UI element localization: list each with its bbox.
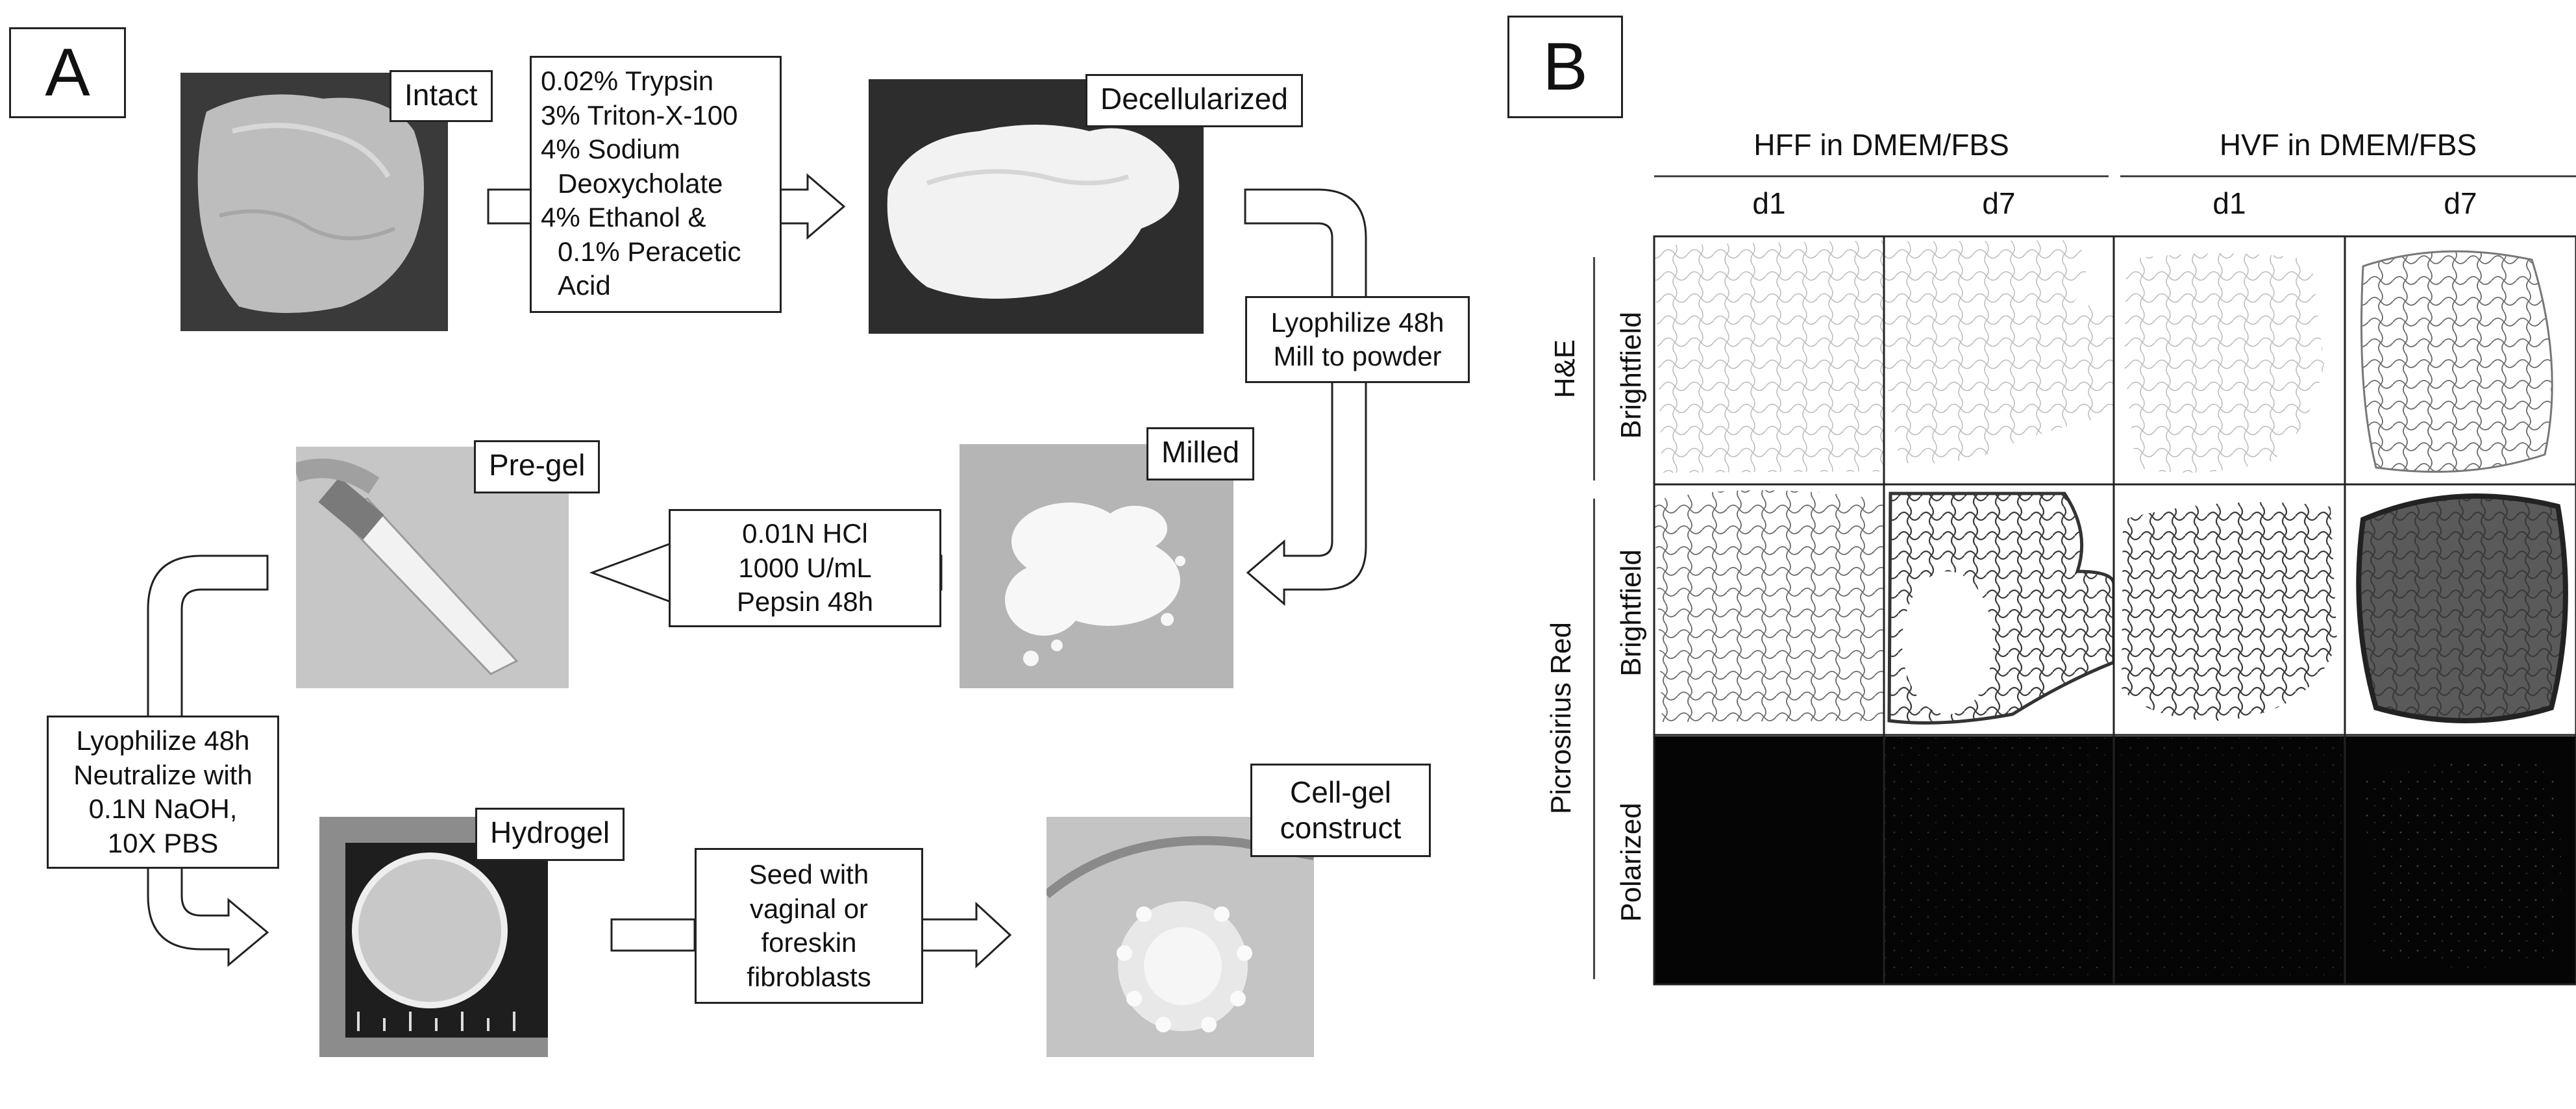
time-header: d7 — [1982, 186, 2016, 220]
panel-a-letter: A — [9, 27, 126, 118]
seed-line: foreskin — [761, 927, 857, 958]
neutralize-line: 10X PBS — [107, 827, 219, 858]
seed-line: vaginal or — [749, 893, 869, 924]
neutralize-line: Lyophilize 48h — [76, 725, 250, 756]
digest-line: 0.01N HCl — [742, 518, 868, 549]
arrow-to-decellularized — [776, 173, 846, 240]
group-underline-hff — [1654, 175, 2109, 177]
he-row — [1654, 236, 2576, 484]
digest-step: 0.01N HCl 1000 U/mL Pepsin 48h — [669, 509, 941, 627]
seed-line: fibroblasts — [747, 961, 871, 992]
stain-divider-picrosirius — [1593, 499, 1595, 979]
decellularized-tissue-photo — [869, 79, 1204, 334]
stage-label-hydrogel: Hydrogel — [475, 808, 625, 861]
stage-label-intact: Intact — [390, 70, 493, 122]
stage-label-cellgel: Cell-gel construct — [1250, 764, 1431, 857]
lyophilize-mill-line: Mill to powder — [1273, 341, 1442, 371]
group-underline-hvf — [2120, 175, 2576, 177]
time-header: d1 — [1752, 186, 1786, 220]
digest-line: 1000 U/mL — [738, 552, 872, 583]
lyophilize-mill-step: Lyophilize 48h Mill to powder — [1245, 296, 1470, 383]
seed-step: Seed with vaginal or foreskin fibroblast… — [695, 848, 923, 1004]
decell-step: Deoxycholate — [558, 168, 723, 199]
cellgel-label-line: Cell-gel — [1290, 775, 1391, 809]
decell-step: 0.02% Trypsin — [541, 66, 714, 96]
psr-brightfield-row — [1654, 486, 2576, 735]
decell-step: 0.1% Peracetic — [558, 236, 741, 267]
stage-label-pregel: Pre-gel — [474, 440, 601, 493]
time-header: d7 — [2444, 186, 2477, 220]
time-header: d1 — [2212, 186, 2246, 220]
neutralize-line: Neutralize with — [73, 759, 253, 790]
decell-step: 4% Sodium — [541, 134, 680, 164]
decell-step: Acid — [558, 270, 611, 301]
group-header-hff: HFF in DMEM/FBS — [1753, 128, 2009, 162]
stage-label-decellularized: Decellularized — [1085, 74, 1303, 127]
group-header-hvf: HVF in DMEM/FBS — [2219, 128, 2477, 162]
digest-line: Pepsin 48h — [736, 586, 874, 617]
decellularization-steps: 0.02% Trypsin 3% Triton-X-100 4% Sodium … — [530, 56, 782, 313]
stage-label-milled: Milled — [1146, 427, 1255, 480]
neutralize-step: Lyophilize 48h Neutralize with 0.1N NaOH… — [47, 716, 279, 869]
decell-step: 4% Ethanol & — [541, 202, 706, 232]
panel-b-letter: B — [1507, 16, 1623, 118]
milled-powder-photo — [960, 444, 1233, 688]
stain-divider-he — [1593, 257, 1595, 480]
arrow-to-milled — [1244, 188, 1367, 606]
lyophilize-mill-line: Lyophilize 48h — [1270, 306, 1444, 338]
arrow-to-cellgel-head — [919, 901, 1012, 969]
seed-line: Seed with — [749, 859, 869, 890]
neutralize-line: 0.1N NaOH, — [88, 793, 238, 824]
decell-step: 3% Triton-X-100 — [541, 99, 738, 131]
polarized-row — [1654, 736, 2576, 984]
cellgel-label-line: construct — [1280, 811, 1402, 845]
